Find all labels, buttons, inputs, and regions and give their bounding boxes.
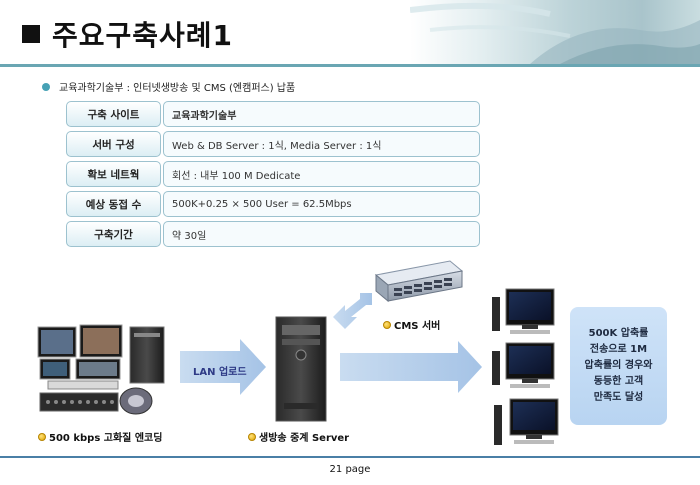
info-value: Web & DB Server : 1식, Media Server : 1식 (163, 131, 480, 157)
label-dot-icon (383, 320, 391, 329)
info-row: 구축기간 약 30일 (66, 221, 480, 247)
info-row: 구축 사이트 교육과학기술부 (66, 101, 480, 127)
header: 주요구축사례1 (0, 0, 700, 64)
result-line: 500K 압축률 (588, 328, 649, 339)
page-number: 21 page (329, 464, 371, 475)
client-pc-icon (492, 288, 555, 334)
result-line: 전송으로 1M (589, 344, 648, 355)
info-value: 500K+0.25 × 500 User = 62.5Mbps (163, 191, 480, 217)
label-dot-icon (38, 432, 46, 441)
page-title: 주요구축사례1 (52, 19, 234, 52)
cms-server-label: CMS 서버 (383, 317, 440, 332)
info-row: 예상 동접 수 500K+0.25 × 500 User = 62.5Mbps (66, 191, 480, 217)
network-diagram: 500 kbps 고화질 엔코딩 LAN 업로드 생방송 중계 Server C… (0, 255, 700, 455)
result-line: 만족도 달성 (593, 392, 644, 403)
info-row: 서버 구성 Web & DB Server : 1식, Media Server… (66, 131, 480, 157)
info-value: 회선 : 내부 100 M Dedicate (163, 161, 480, 187)
lan-arrow (180, 339, 266, 395)
cms-link-arrow (333, 293, 372, 329)
info-label: 구축 사이트 (66, 101, 161, 127)
square-bullet-icon (22, 25, 40, 43)
client-pc-icon (492, 342, 555, 388)
result-line: 동등한 고객 (593, 376, 644, 387)
lan-upload-label: LAN 업로드 (193, 367, 247, 378)
subtitle-text: 교육과학기술부 : 인터넷생방송 및 CMS (엔캠퍼스) 납품 (59, 83, 296, 94)
label-dot-icon (248, 432, 256, 441)
info-value: 약 30일 (163, 221, 480, 247)
editing-workstation-icon (37, 324, 165, 415)
subtitle: 교육과학기술부 : 인터넷생방송 및 CMS (엔캠퍼스) 납품 (42, 79, 295, 94)
info-row: 확보 네트웍 회선 : 내부 100 M Dedicate (66, 161, 480, 187)
title-wrap: 주요구축사례1 (22, 14, 233, 54)
header-photo (410, 0, 700, 64)
header-divider (0, 64, 700, 67)
result-line: 압축률의 경우와 (584, 360, 653, 371)
info-value: 교육과학기술부 (163, 101, 480, 127)
server-tower-icon (275, 316, 327, 422)
footer-divider (0, 456, 700, 458)
info-label: 확보 네트웍 (66, 161, 161, 187)
result-box: 500K 압축률 전송으로 1M 압축률의 경우와 동등한 고객 만족도 달성 (570, 307, 667, 425)
server-label: 생방송 중계 Server (248, 429, 349, 444)
client-pc-icon (494, 398, 559, 445)
info-table: 구축 사이트 교육과학기술부 서버 구성 Web & DB Server : 1… (66, 101, 480, 251)
info-label: 예상 동접 수 (66, 191, 161, 217)
cms-server-icon (374, 260, 464, 303)
info-label: 서버 구성 (66, 131, 161, 157)
encoding-label: 500 kbps 고화질 엔코딩 (38, 429, 162, 444)
info-label: 구축기간 (66, 221, 161, 247)
bullet-icon (42, 82, 50, 91)
distribution-arrow (340, 341, 482, 393)
